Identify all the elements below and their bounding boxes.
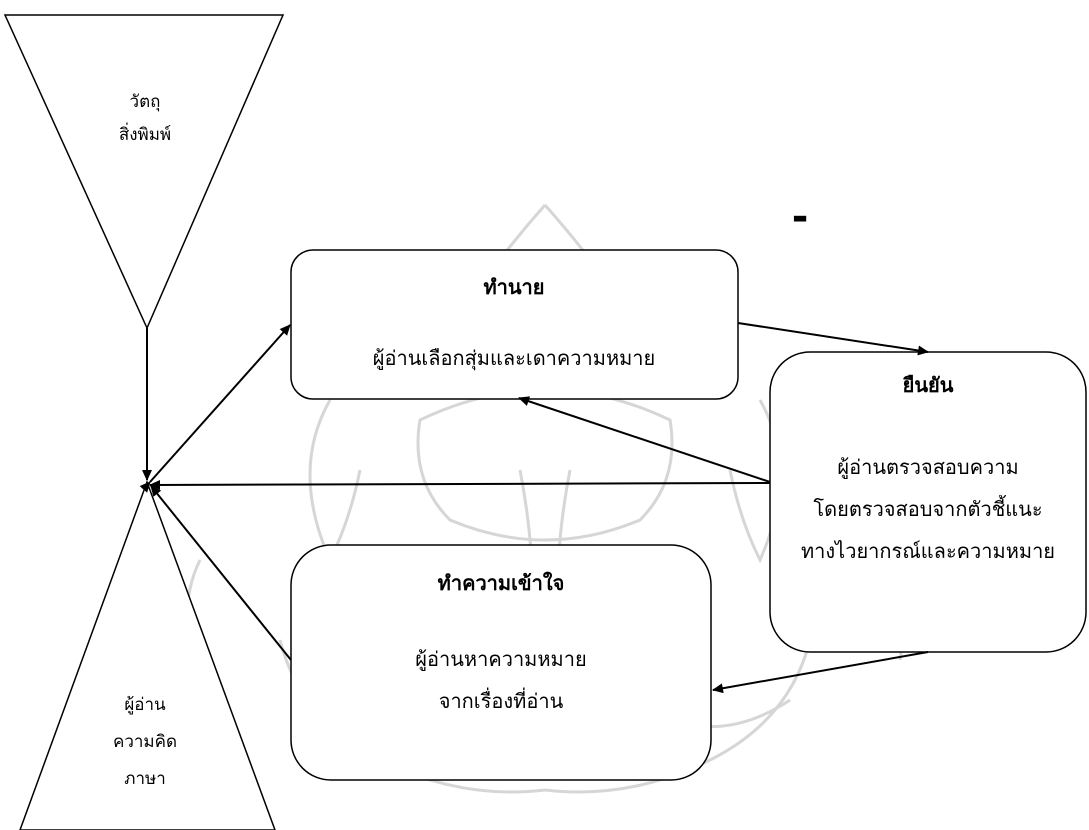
confirm-to-reader-arrow [149, 479, 771, 490]
language-label: ภาษา [124, 769, 166, 789]
object-label: วัตถุ [130, 92, 161, 112]
object-print-triangle [3, 14, 285, 330]
confirm-line-1: ผู้อ่านตรวจสอบความ [837, 455, 1018, 480]
reader-predict-double-arrow [139, 324, 291, 493]
predict-text: ผู้อ่านเลือกสุ่มและเดาความหมาย [373, 346, 656, 371]
confirm-to-predict-arrow [518, 396, 771, 483]
comprehend-to-reader-arrow [150, 485, 292, 661]
predict-box [290, 249, 739, 400]
comprehend-line-1: ผู้อ่านหาความหมาย [415, 647, 586, 672]
confirm-to-comprehend-arrow [712, 651, 929, 694]
predict-to-confirm-arrow [737, 322, 929, 356]
print-label: สิ่งพิมพ์ [119, 122, 171, 145]
comprehend-box [290, 544, 712, 781]
comprehend-title: ทำความเข้าใจ [438, 571, 565, 595]
stray-dash-mark: - [792, 194, 809, 240]
confirm-line-2: โดยตรวจสอบจากตัวชี้แนะ [813, 495, 1042, 521]
confirm-line-3: ทางไวยากรณ์และความหมาย [801, 539, 1055, 563]
thought-label: ความคิด [113, 732, 177, 752]
confirm-title: ยืนยัน [902, 373, 953, 397]
reader-thought-language-triangle [19, 479, 276, 830]
reader-label: ผู้อ่าน [124, 695, 166, 715]
comprehend-line-2: จากเรื่องที่อ่าน [439, 687, 564, 713]
predict-title: ทำนาย [483, 275, 544, 299]
